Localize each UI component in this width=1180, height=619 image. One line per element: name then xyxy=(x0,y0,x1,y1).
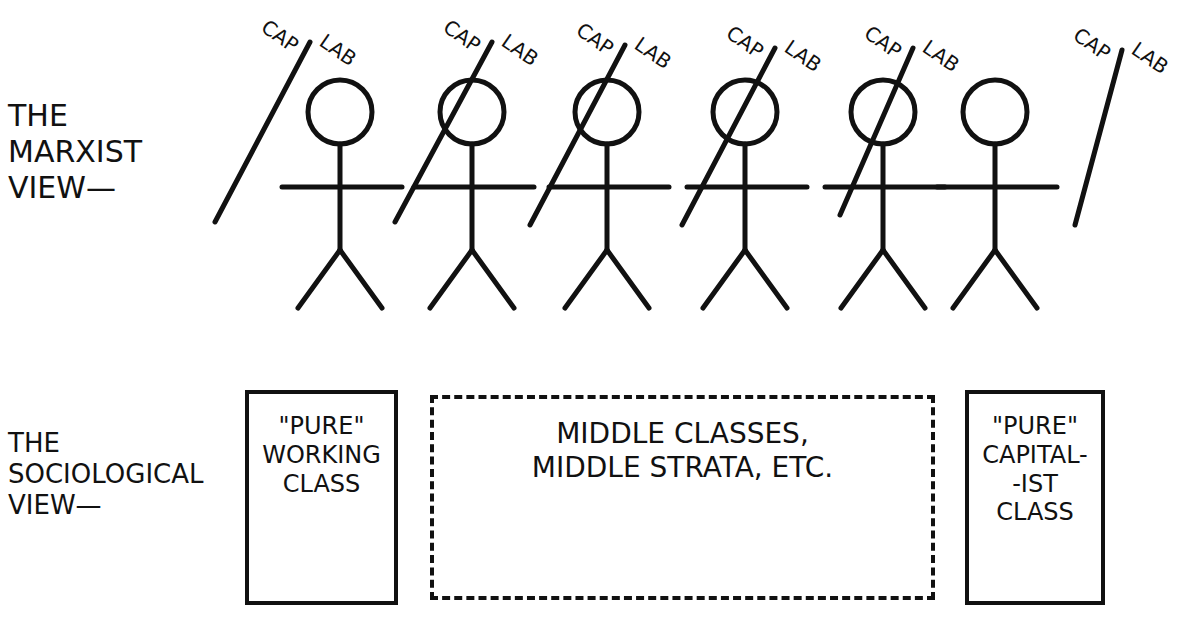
class-name: "PURE" CAPITAL- -IST CLASS xyxy=(980,412,1090,527)
class-tag: LAB xyxy=(780,35,826,77)
class-tag: CAP xyxy=(572,18,618,60)
class-tag: LAB xyxy=(630,32,676,74)
class-tag: CAP xyxy=(439,15,485,57)
class-tag: LAB xyxy=(918,35,964,77)
divide-line xyxy=(1075,50,1122,225)
class-tag: CAP xyxy=(257,15,303,57)
divide-line xyxy=(215,42,310,222)
divide-line xyxy=(530,45,625,225)
class-tag: CAP xyxy=(722,21,768,63)
stick-figure xyxy=(687,80,807,308)
class-box: "PURE" WORKING CLASS xyxy=(245,390,398,605)
divide-line xyxy=(682,48,775,225)
divide-line xyxy=(395,42,492,222)
class-region: MIDDLE CLASSES, MIDDLE STRATA, ETC. xyxy=(430,395,935,600)
class-tag: CAP xyxy=(1069,23,1115,65)
stick-figure xyxy=(937,80,1057,308)
divide-line xyxy=(840,48,913,215)
class-tag: LAB xyxy=(315,29,361,71)
view-heading: THE MARXIST VIEW— xyxy=(8,98,147,206)
class-tag: LAB xyxy=(1127,37,1173,79)
class-tag: CAP xyxy=(860,21,906,63)
stick-figure xyxy=(414,80,534,308)
class-name: "PURE" WORKING CLASS xyxy=(260,412,383,498)
class-name: MIDDLE CLASSES, MIDDLE STRATA, ETC. xyxy=(510,417,855,484)
stick-figure xyxy=(549,80,669,308)
class-tag: LAB xyxy=(497,29,543,71)
view-heading: THE SOCIOLOGICAL VIEW— xyxy=(8,428,208,522)
stick-figure xyxy=(282,80,402,308)
class-box: "PURE" CAPITAL- -IST CLASS xyxy=(965,390,1105,605)
